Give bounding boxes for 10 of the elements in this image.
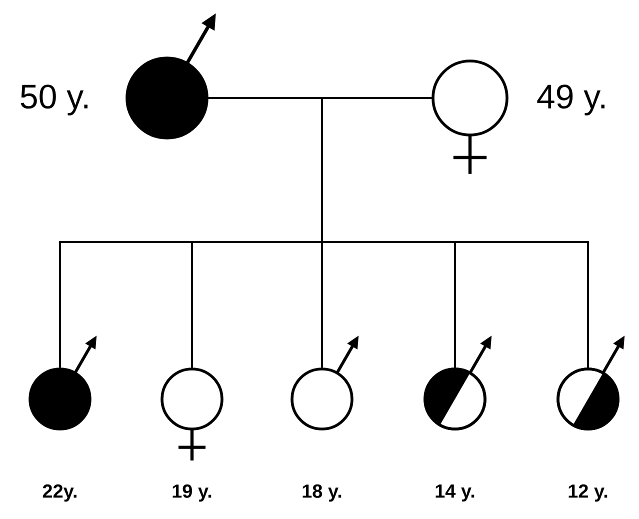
age-label: 50 y. <box>20 84 88 116</box>
age-label: 12 y. <box>568 484 608 502</box>
age-label: 19 y. <box>172 484 212 502</box>
age-label: 18 y. <box>302 484 342 502</box>
age-label: 49 y. <box>537 84 604 116</box>
pedigree-symbol <box>432 60 508 174</box>
pedigree-symbol <box>160 368 224 460</box>
pedigree-line <box>321 97 589 368</box>
age-label: 14 y. <box>436 484 474 502</box>
age-label: 22y. <box>42 484 76 502</box>
